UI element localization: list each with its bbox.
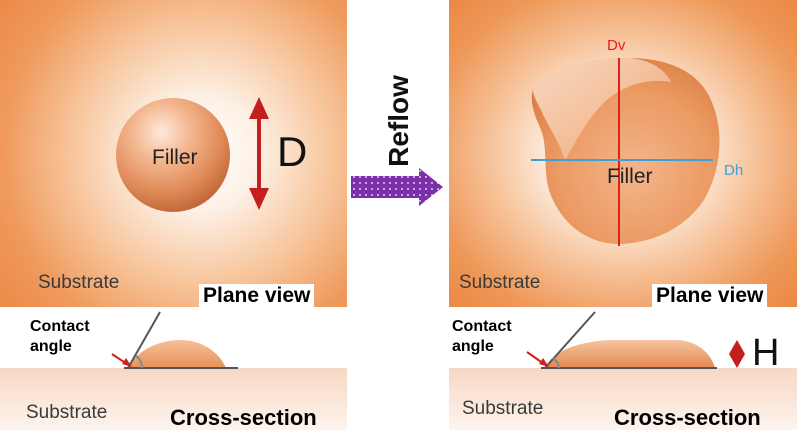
cross-section-label-left: Cross-section <box>170 405 317 430</box>
left-cross-section-svg <box>111 311 238 369</box>
droplet-dome <box>128 340 226 368</box>
height-marker <box>729 340 745 368</box>
left-cross-section-substrate <box>0 368 347 430</box>
right-cross-section-substrate <box>449 368 797 430</box>
filler-sphere <box>116 98 230 212</box>
reflow-arrow <box>351 168 443 206</box>
left-plane-view-panel: Filler D Substrate <box>0 0 347 307</box>
left-plane-svg <box>116 97 269 212</box>
right-plane-view-panel: Dv Dh Filler Substrate <box>449 0 797 307</box>
right-cross-section-svg <box>526 311 745 369</box>
dimension-d-label: D <box>277 128 308 175</box>
filler-label: Filler <box>152 146 198 169</box>
contact-angle-label-right: Contact angle <box>452 318 512 355</box>
contact-angle-tangent <box>127 311 161 369</box>
flattened-droplet <box>545 340 715 368</box>
substrate-label: Substrate <box>38 272 120 293</box>
cs-substrate-label-left: Substrate <box>26 402 108 423</box>
dh-label: Dh <box>724 162 744 179</box>
filler-label-right: Filler <box>607 165 653 188</box>
right-plane-svg <box>531 58 720 246</box>
height-label: H <box>752 332 780 374</box>
cs-substrate-label-right: Substrate <box>462 398 544 419</box>
plane-view-label-left: Plane view <box>199 284 315 308</box>
filler-fold <box>533 58 671 160</box>
dv-label: Dv <box>607 37 626 54</box>
cross-section-label-right: Cross-section <box>614 405 761 430</box>
contact-angle-label-left: Contact angle <box>30 318 90 355</box>
reflow-label: Reflow <box>383 75 414 167</box>
plane-view-label-right: Plane view <box>652 284 768 308</box>
substrate-label-right: Substrate <box>459 272 541 293</box>
reflow-section: Reflow <box>351 50 446 206</box>
diameter-arrow <box>249 97 269 210</box>
